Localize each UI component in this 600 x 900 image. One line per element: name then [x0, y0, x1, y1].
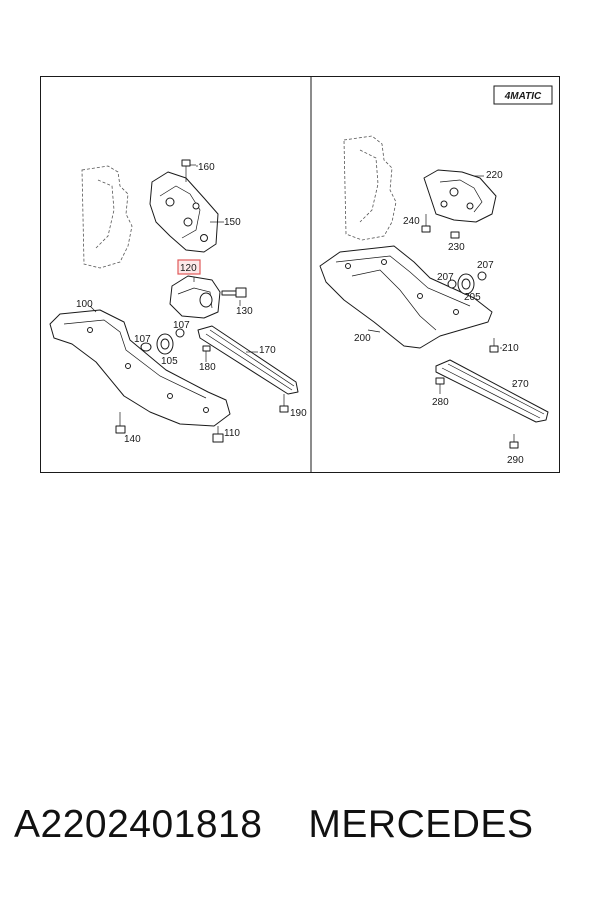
transmission-mount-220 [423, 169, 497, 223]
bolt-240 [421, 214, 431, 233]
4matic-badge: 4MATIC [493, 85, 553, 105]
part-number: A2202401818 [14, 803, 263, 846]
bolt-180 [202, 345, 211, 362]
bolt-190 [279, 394, 289, 413]
bolt-130 [221, 287, 247, 298]
leader-lines-left [89, 165, 258, 353]
engine-block-right [343, 135, 397, 241]
bolt-110 [212, 426, 224, 443]
nut-230 [450, 231, 460, 239]
washer-207-right [477, 271, 487, 281]
bolt-280 [435, 377, 445, 394]
bolt-210 [489, 338, 499, 353]
bushing-205 [457, 273, 475, 295]
callout-130[interactable]: 130 [236, 306, 253, 317]
callout-107-left[interactable]: 107 [134, 334, 151, 345]
callout-170[interactable]: 170 [259, 345, 276, 356]
callout-205[interactable]: 205 [464, 292, 481, 303]
callout-290[interactable]: 290 [507, 455, 524, 466]
parts-diagram: 4MATIC [40, 76, 560, 473]
4matic-badge-text: 4MATIC [504, 91, 542, 102]
callout-240[interactable]: 240 [403, 216, 420, 227]
callout-120-highlight[interactable] [177, 259, 201, 275]
callout-150[interactable]: 150 [224, 217, 241, 228]
callout-230[interactable]: 230 [448, 242, 465, 253]
rail-270 [435, 359, 549, 423]
part-caption: A2202401818 MERCEDES [14, 803, 594, 859]
callout-180[interactable]: 180 [199, 362, 216, 373]
crossmember-100 [49, 309, 231, 427]
callout-160[interactable]: 160 [198, 162, 215, 173]
callout-210[interactable]: 210 [502, 343, 519, 354]
callout-140[interactable]: 140 [124, 434, 141, 445]
brand-name: MERCEDES [308, 803, 534, 846]
engine-block-left [81, 165, 133, 269]
callout-220[interactable]: 220 [486, 170, 503, 181]
diagram-frame [40, 76, 560, 473]
callout-100[interactable]: 100 [76, 299, 93, 310]
callout-190[interactable]: 190 [290, 408, 307, 419]
bolt-140 [115, 412, 126, 434]
callout-107-right[interactable]: 107 [173, 320, 190, 331]
leader-lines-right [367, 175, 514, 385]
bushing-105 [156, 333, 174, 355]
callout-200[interactable]: 200 [354, 333, 371, 344]
callout-105[interactable]: 105 [161, 356, 178, 367]
callout-207-left[interactable]: 207 [437, 272, 454, 283]
subframe-200 [319, 245, 493, 349]
callout-280[interactable]: 280 [432, 397, 449, 408]
bolt-160 [181, 159, 196, 182]
bolt-290 [509, 434, 519, 449]
callout-110[interactable]: 110 [224, 428, 240, 439]
rail-170 [197, 325, 299, 395]
callout-270[interactable]: 270 [512, 379, 529, 390]
mount-bracket-150 [149, 171, 219, 253]
callout-207-right[interactable]: 207 [477, 260, 494, 271]
washer-107-left [140, 342, 152, 352]
callout-120[interactable]: 120 [180, 263, 197, 274]
washer-207-left [447, 279, 457, 289]
washer-107-right [175, 328, 185, 338]
rubber-mount-120 [169, 275, 221, 319]
